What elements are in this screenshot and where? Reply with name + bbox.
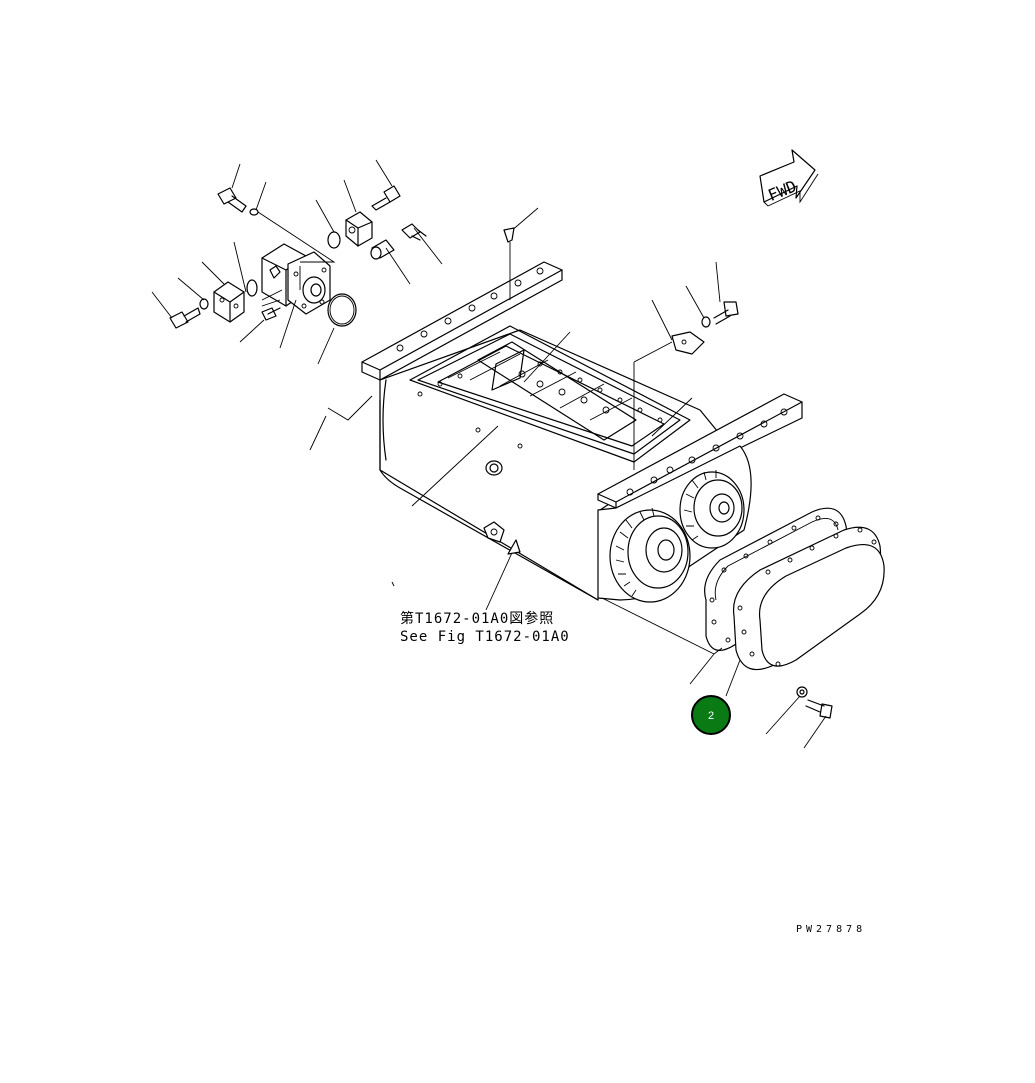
washer-icon [701,316,711,328]
washer-icon [249,208,259,216]
pump-assembly [151,159,443,365]
hydraulic-pump-icon [261,243,331,315]
bracket-icon [671,331,705,355]
end-cover-assembly [601,507,885,749]
fitting-icon [370,239,395,260]
bolt-icon [261,307,281,321]
bolt-icon [169,307,201,329]
reference-label-en: See Fig T1672-01A0 [400,629,570,645]
bolt-icon [371,185,401,211]
washer-icon [199,298,209,310]
fitting-icon [401,223,427,241]
bolt-icon [713,301,739,325]
reference-leader [391,539,521,611]
callout-number[interactable]: 2 [708,710,714,722]
breather-icon [503,227,515,243]
large-o-ring-icon [327,293,357,327]
o-ring-icon [246,279,258,297]
bolt-icon [805,699,833,719]
reference-label-jp: 第T1672-01A0図参照 [400,610,554,627]
flange-block-icon [213,281,245,323]
transmission-case [309,207,803,603]
fwd-arrow-icon: FWD [759,149,819,207]
drain-plug-icon [485,460,503,476]
fitting-block-icon [345,211,373,247]
bolt-icon [217,187,247,213]
callout-2[interactable]: 2 [691,695,731,735]
gear-left-icon [609,507,691,603]
drawing-code: PW27878 [796,924,866,935]
washer-icon [796,686,808,698]
frame-crossbar-left [361,261,563,381]
frame-crossbar-right [597,393,803,509]
o-ring-icon [327,231,341,249]
callout-circle[interactable] [691,695,731,735]
gear-right-icon [679,470,745,549]
